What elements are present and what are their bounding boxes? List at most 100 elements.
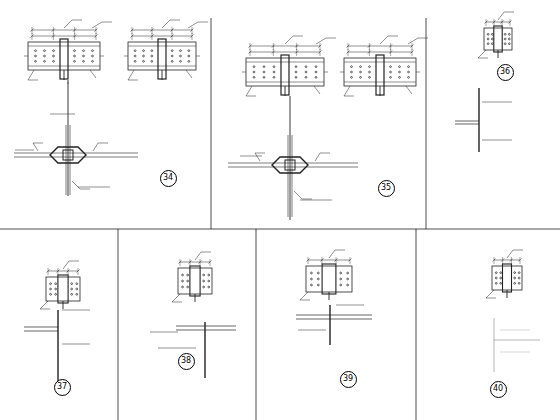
bolt-hole bbox=[390, 76, 392, 78]
drawing-line bbox=[324, 72, 328, 73]
bolt-hole bbox=[305, 66, 307, 68]
drawing-line bbox=[390, 49, 391, 56]
bolt-hole bbox=[55, 293, 57, 295]
drawing-line bbox=[455, 121, 479, 122]
bolt-hole bbox=[500, 272, 502, 274]
drawing-line bbox=[62, 310, 90, 311]
drawing-line bbox=[50, 114, 75, 115]
bolt-hole bbox=[408, 76, 410, 78]
drawing-line bbox=[246, 96, 256, 97]
bolt-hole bbox=[44, 60, 46, 62]
drawing-line bbox=[329, 250, 335, 258]
bolt-hole bbox=[351, 66, 353, 68]
detail-number-circle: 38 bbox=[178, 353, 195, 370]
bolt-hole bbox=[182, 286, 184, 288]
bolt-hole bbox=[487, 43, 489, 45]
bolt-hole bbox=[369, 66, 371, 68]
bolt-hole bbox=[188, 55, 190, 57]
drawing-line bbox=[250, 52, 320, 53]
drawing-line bbox=[246, 62, 324, 63]
plate-outline bbox=[28, 42, 100, 70]
drawing-line bbox=[293, 36, 303, 37]
drawing-line bbox=[128, 80, 138, 81]
detail-number-circle: 34 bbox=[160, 170, 177, 187]
drawing-line bbox=[348, 43, 349, 50]
plate-outline bbox=[128, 42, 196, 70]
drawing-line bbox=[128, 66, 196, 67]
plate-outline bbox=[281, 55, 289, 95]
bolt-hole bbox=[71, 283, 73, 285]
drawing-line bbox=[132, 27, 133, 34]
drawing-line bbox=[348, 46, 412, 47]
drawing-line bbox=[482, 140, 512, 141]
drawing-line bbox=[190, 259, 191, 266]
drawing-line bbox=[296, 49, 297, 56]
drawing-line bbox=[150, 332, 178, 333]
drawing-line bbox=[250, 49, 251, 56]
bolt-hole bbox=[305, 71, 307, 73]
drawing-line bbox=[500, 352, 530, 353]
drawing-line bbox=[314, 86, 320, 94]
bolt-hole bbox=[399, 66, 401, 68]
bolt-hole bbox=[491, 38, 493, 40]
bolt-hole bbox=[143, 55, 145, 57]
drawing-line bbox=[308, 260, 350, 261]
drawing-line bbox=[33, 143, 43, 144]
drawing-line bbox=[350, 257, 351, 264]
drawing-line bbox=[188, 22, 198, 28]
plate-outline bbox=[494, 26, 502, 52]
drawing-line bbox=[63, 301, 64, 309]
drawing-line bbox=[176, 326, 236, 327]
drawing-line bbox=[74, 33, 75, 40]
detail-number-circle: 36 bbox=[497, 64, 514, 81]
plate-outline bbox=[376, 55, 384, 95]
bolt-hole bbox=[92, 50, 94, 52]
drawing-line bbox=[172, 302, 182, 303]
drawing-line bbox=[132, 33, 133, 40]
bolt-hole bbox=[360, 71, 362, 73]
bolt-hole bbox=[253, 66, 255, 68]
bolt-hole bbox=[495, 282, 497, 284]
plate-outline bbox=[46, 277, 80, 301]
bolt-hole bbox=[518, 272, 520, 274]
callout-number: 36 bbox=[500, 68, 510, 76]
drawing-line bbox=[292, 135, 293, 217]
bolt-hole bbox=[50, 288, 52, 290]
drawing-line bbox=[158, 348, 196, 349]
bolt-hole bbox=[35, 50, 37, 52]
drawing-line bbox=[72, 20, 82, 21]
bolt-hole bbox=[182, 274, 184, 276]
drawing-line bbox=[32, 30, 96, 31]
drawing-line bbox=[273, 43, 274, 50]
bolt-hole bbox=[500, 282, 502, 284]
plate-outline bbox=[484, 28, 512, 50]
bolt-hole bbox=[273, 71, 275, 73]
callout-number: 39 bbox=[343, 375, 353, 383]
drawing-line bbox=[124, 56, 128, 57]
bolt-hole bbox=[171, 55, 173, 57]
drawing-line bbox=[290, 96, 291, 220]
detail-number-circle: 37 bbox=[54, 379, 71, 396]
drawing-line bbox=[336, 305, 364, 306]
drawing-line bbox=[502, 19, 503, 26]
bolt-hole bbox=[347, 272, 349, 274]
bolt-hole bbox=[347, 278, 349, 280]
bolt-hole bbox=[495, 277, 497, 279]
bolt-hole bbox=[495, 272, 497, 274]
drawing-line bbox=[64, 20, 72, 28]
bolt-hole bbox=[508, 38, 510, 40]
drawing-line bbox=[176, 330, 236, 331]
callout-number: 35 bbox=[381, 184, 391, 192]
drawing-line bbox=[93, 143, 98, 151]
bolt-hole bbox=[53, 60, 55, 62]
bolt-hole bbox=[134, 60, 136, 62]
bolt-hole bbox=[305, 76, 307, 78]
drawing-line bbox=[285, 36, 293, 44]
bolt-hole bbox=[203, 280, 205, 282]
drawing-line bbox=[28, 66, 100, 67]
plate-outline bbox=[492, 266, 522, 290]
bolt-hole bbox=[263, 71, 265, 73]
drawing-line bbox=[329, 292, 330, 300]
drawing-line bbox=[48, 271, 78, 272]
bolt-hole bbox=[504, 33, 506, 35]
